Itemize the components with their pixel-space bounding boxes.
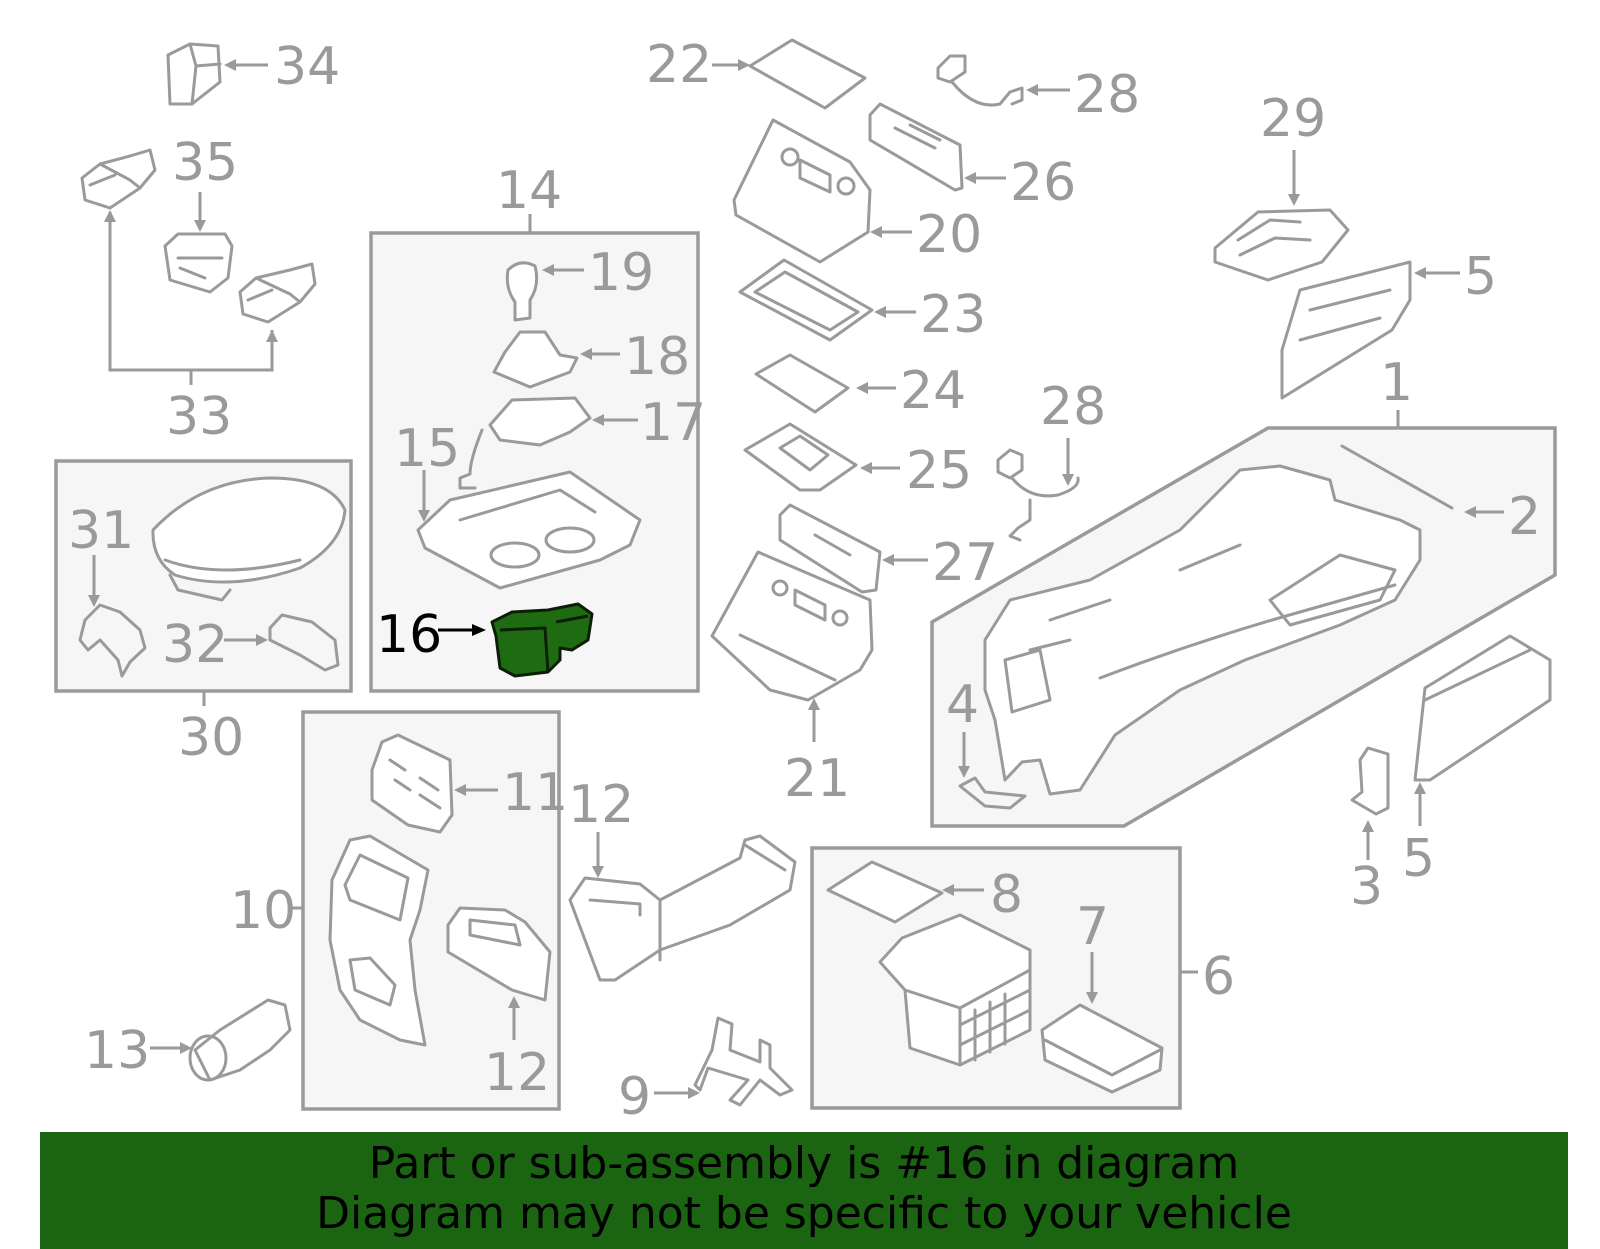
callout-1[interactable]: 1 bbox=[1380, 353, 1413, 413]
callout-21[interactable]: 21 bbox=[784, 749, 850, 809]
callout-32[interactable]: 32 bbox=[162, 615, 228, 675]
callout-labels: 34 35 33 31 32 30 14 19 18 17 15 16 22 2… bbox=[68, 35, 1541, 1127]
callout-27[interactable]: 27 bbox=[932, 533, 998, 593]
callout-19[interactable]: 19 bbox=[588, 243, 654, 303]
part-32[interactable] bbox=[268, 613, 340, 672]
part-25[interactable] bbox=[743, 422, 858, 492]
callout-2[interactable]: 2 bbox=[1508, 487, 1541, 547]
callout-22[interactable]: 22 bbox=[646, 35, 712, 95]
part-3[interactable] bbox=[1350, 746, 1390, 816]
part-26[interactable] bbox=[868, 102, 964, 192]
callout-12-console[interactable]: 12 bbox=[484, 1043, 550, 1103]
callout-31[interactable]: 31 bbox=[68, 501, 134, 561]
part-16-cup-holder[interactable] bbox=[490, 602, 594, 678]
part-33[interactable] bbox=[80, 148, 317, 324]
banner-line-2: Diagram may not be specific to your vehi… bbox=[316, 1188, 1292, 1239]
leader-33 bbox=[104, 210, 278, 385]
callout-18[interactable]: 18 bbox=[624, 327, 690, 387]
part-12-console-piece[interactable] bbox=[446, 906, 552, 1002]
part-11[interactable] bbox=[370, 733, 454, 834]
callout-30[interactable]: 30 bbox=[178, 708, 244, 768]
part-10[interactable] bbox=[328, 834, 430, 1047]
callout-29[interactable]: 29 bbox=[1260, 89, 1326, 149]
callout-20[interactable]: 20 bbox=[916, 205, 982, 265]
callout-12-duct[interactable]: 12 bbox=[568, 775, 634, 835]
part-24[interactable] bbox=[754, 353, 850, 414]
part-9[interactable] bbox=[693, 1016, 794, 1107]
callout-3[interactable]: 3 bbox=[1350, 857, 1383, 917]
callout-4[interactable]: 4 bbox=[946, 675, 979, 735]
part-28-mid[interactable] bbox=[996, 448, 1080, 542]
callout-33[interactable]: 33 bbox=[166, 387, 232, 447]
callout-5-lower[interactable]: 5 bbox=[1402, 829, 1435, 889]
part-35[interactable] bbox=[163, 232, 234, 294]
part-12-duct[interactable] bbox=[568, 834, 797, 982]
part-27[interactable] bbox=[778, 503, 882, 594]
callout-25[interactable]: 25 bbox=[906, 441, 972, 501]
callout-11[interactable]: 11 bbox=[502, 763, 568, 823]
callout-6[interactable]: 6 bbox=[1202, 947, 1235, 1007]
part-1-console[interactable] bbox=[983, 464, 1422, 796]
banner-line-1: Part or sub-assembly is #16 in diagram bbox=[368, 1138, 1240, 1189]
part-18[interactable] bbox=[492, 330, 579, 389]
part-28-top[interactable] bbox=[936, 54, 1024, 107]
callout-13[interactable]: 13 bbox=[84, 1021, 150, 1081]
callout-9[interactable]: 9 bbox=[618, 1067, 651, 1127]
callout-14[interactable]: 14 bbox=[496, 161, 562, 221]
part-31[interactable] bbox=[78, 603, 147, 678]
part-19[interactable] bbox=[505, 261, 539, 322]
part-21[interactable] bbox=[710, 550, 874, 702]
callout-23[interactable]: 23 bbox=[920, 285, 986, 345]
callout-28-mid[interactable]: 28 bbox=[1040, 377, 1106, 437]
callout-16[interactable]: 16 bbox=[376, 605, 442, 665]
callout-7[interactable]: 7 bbox=[1076, 897, 1109, 957]
part-8[interactable] bbox=[826, 860, 944, 924]
part-7-tray[interactable] bbox=[1040, 1003, 1164, 1094]
callout-35[interactable]: 35 bbox=[172, 133, 238, 193]
callout-26[interactable]: 26 bbox=[1010, 153, 1076, 213]
callout-28-top[interactable]: 28 bbox=[1074, 65, 1140, 125]
leader-16 bbox=[438, 624, 486, 636]
callout-10[interactable]: 10 bbox=[230, 881, 296, 941]
part-5-upper[interactable] bbox=[1280, 260, 1412, 400]
callout-17[interactable]: 17 bbox=[640, 393, 706, 453]
part-armrest[interactable] bbox=[151, 476, 347, 602]
part-34[interactable] bbox=[166, 42, 222, 106]
part-22[interactable] bbox=[748, 38, 867, 110]
callout-24[interactable]: 24 bbox=[900, 361, 966, 421]
part-6-bin[interactable] bbox=[878, 913, 1032, 1067]
part-13[interactable] bbox=[188, 998, 292, 1082]
part-2[interactable] bbox=[1340, 444, 1454, 510]
callout-15[interactable]: 15 bbox=[394, 419, 460, 479]
info-banner: Part or sub-assembly is #16 in diagram D… bbox=[40, 1132, 1568, 1249]
part-5-lower[interactable] bbox=[1413, 634, 1552, 782]
part-15[interactable] bbox=[416, 470, 642, 590]
part-29[interactable] bbox=[1213, 208, 1350, 282]
callout-34[interactable]: 34 bbox=[274, 37, 340, 97]
part-23[interactable] bbox=[738, 258, 874, 342]
part-20[interactable] bbox=[732, 118, 872, 264]
part-4[interactable] bbox=[958, 776, 1027, 810]
part-17[interactable] bbox=[458, 396, 592, 490]
callout-5-upper[interactable]: 5 bbox=[1464, 247, 1497, 307]
callout-8[interactable]: 8 bbox=[990, 865, 1023, 925]
leaders bbox=[150, 59, 1504, 1099]
